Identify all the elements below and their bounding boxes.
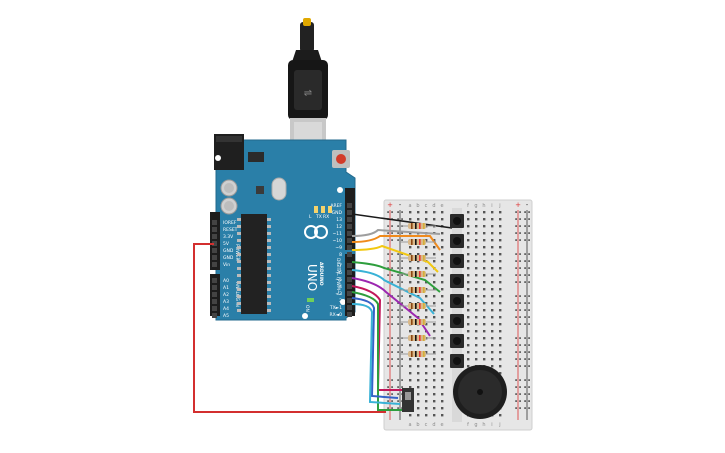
bb-column-label: f (467, 422, 469, 428)
power-pin-label: Vin (223, 262, 230, 268)
push-button (450, 214, 464, 228)
bb-column-label: e (440, 203, 443, 209)
analog-pin-label: A2 (223, 292, 229, 298)
bb-column-label: i (491, 203, 492, 209)
resistor (400, 351, 436, 357)
arduino-board (210, 134, 356, 321)
digital-section-label: DIGITAL (PWM~) (335, 258, 341, 296)
analog-pin-label: A3 (223, 299, 229, 305)
bb-column-label: d (432, 422, 435, 428)
rail-minus-label: - (399, 201, 402, 209)
digital-pin-label: ~11 (333, 231, 343, 237)
resistor (400, 319, 436, 325)
push-button (450, 354, 464, 368)
push-button (450, 254, 464, 268)
resistor (400, 287, 436, 293)
push-button (450, 274, 464, 288)
digital-pin-label: TX►1 (329, 305, 342, 311)
digital-pin-label: RX◄0 (329, 312, 342, 318)
bb-column-label: j (498, 422, 500, 428)
push-button (450, 294, 464, 308)
bb-column-label: d (432, 203, 435, 209)
resistor (400, 239, 436, 245)
bb-column-label: j (498, 203, 500, 209)
svg-text:⇌: ⇌ (304, 88, 312, 99)
digital-pin-label: 7 (339, 263, 342, 269)
digital-pin-label: ~3 (335, 291, 342, 297)
analog-pin-label: A5 (223, 313, 229, 319)
digital-pin-label: ~10 (333, 238, 343, 244)
led-label-1: TX (315, 214, 322, 220)
power-pin-label: 5V (223, 241, 230, 247)
power-pin-label: IOREF (223, 220, 237, 226)
resistor (400, 223, 436, 229)
push-button (450, 334, 464, 348)
digital-pin-label: 12 (336, 224, 342, 230)
bb-column-label: a (408, 422, 411, 428)
bb-column-label: b (416, 203, 419, 209)
bb-column-label: b (416, 422, 419, 428)
digital-pin-label: 13 (336, 217, 342, 223)
rail-plus-label: + (515, 201, 521, 209)
bb-column-label: g (474, 422, 477, 428)
analog-pin-label: A1 (223, 285, 229, 291)
bb-column-label: f (467, 203, 469, 209)
rail-minus-label: - (526, 201, 529, 209)
bb-column-label: e (440, 422, 443, 428)
digital-pin-label: ~5 (335, 277, 342, 283)
digital-pin-label: ~6 (335, 270, 342, 276)
bb-column-label: a (408, 203, 411, 209)
digital-pin-label: 2 (339, 298, 342, 304)
resistor (400, 303, 436, 309)
power-pin-label: GND (223, 255, 234, 261)
digital-pin-label: ~9 (335, 245, 342, 251)
digital-pin-label: 8 (339, 252, 342, 258)
brand-label: ARDUINO (318, 262, 324, 286)
digital-pin-label: AREF (330, 203, 342, 209)
resistor (400, 271, 436, 277)
bb-column-label: g (474, 203, 477, 209)
on-label: ON (304, 305, 310, 312)
power-section-label: POWER (234, 244, 240, 261)
bb-column-label: h (482, 422, 485, 428)
slide-switch (402, 388, 414, 412)
bb-column-label: i (491, 422, 492, 428)
power-pin-label: 3.3V (223, 234, 234, 240)
resistor (400, 335, 436, 341)
analog-pin-label: A4 (223, 306, 229, 312)
bb-column-label: c (425, 203, 428, 209)
led-label-2: RX (323, 214, 329, 220)
led-label-0: L (309, 214, 312, 220)
analog-section-label: ANALOG IN (234, 282, 240, 307)
push-button (450, 314, 464, 328)
digital-pin-label: GND (332, 210, 343, 216)
analog-pin-label: A0 (223, 278, 229, 284)
piezo-buzzer (453, 365, 507, 419)
bb-column-label: c (425, 422, 428, 428)
atmega-chip (241, 214, 267, 314)
push-button (450, 234, 464, 248)
wires (193, 213, 453, 413)
resistor (400, 255, 436, 261)
bb-column-label: h (482, 203, 485, 209)
power-pin-label: RESET (223, 227, 238, 233)
power-pin-label: GND (223, 248, 234, 254)
digital-pin-label: 4 (339, 284, 342, 290)
model-label: UNO (305, 264, 319, 291)
rail-plus-label: + (387, 201, 393, 209)
